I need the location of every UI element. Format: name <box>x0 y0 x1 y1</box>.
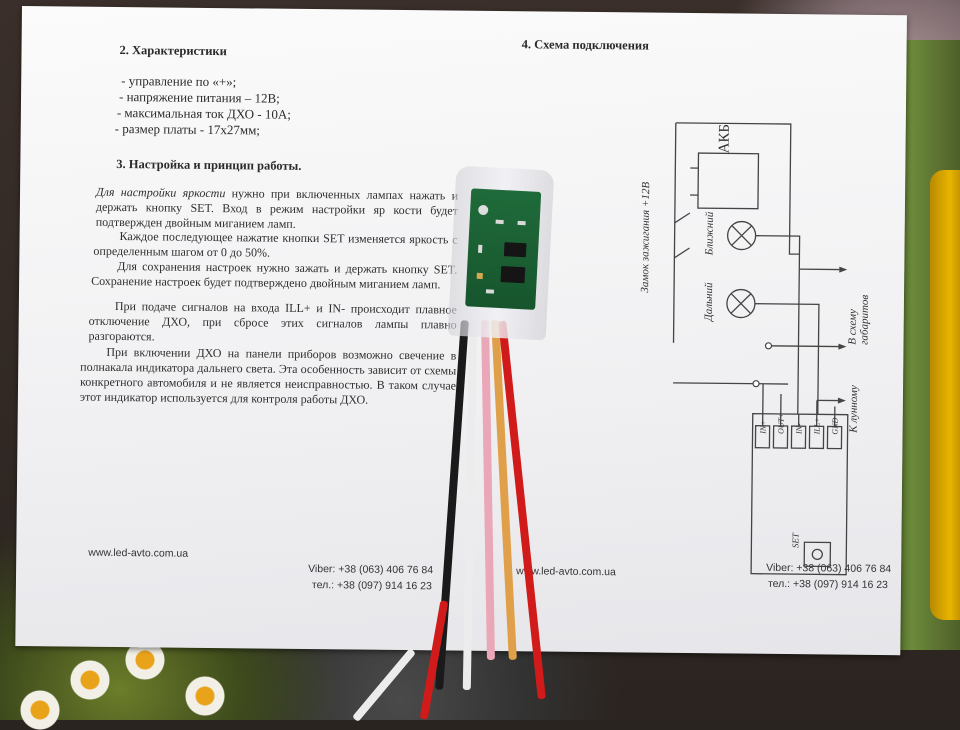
yellow-tool-handle <box>930 170 960 620</box>
setup-paragraph-2: Каждое последующее нажатие кнопки SET из… <box>93 229 457 263</box>
list-item: - напряжение питания – 12В; <box>119 89 280 107</box>
flower-print <box>20 690 60 730</box>
set-label: SET <box>790 533 800 548</box>
pin-label: IN- <box>795 423 804 434</box>
ic-chip <box>504 242 527 257</box>
flower-print <box>185 676 225 716</box>
wiring-diagram <box>626 92 931 615</box>
characteristics-heading: 2. Характеристики <box>119 43 226 59</box>
button-set <box>478 205 489 216</box>
near-lamp-label: Ближний <box>703 212 715 256</box>
setup-paragraph-5: При включении ДХО на панели приборов воз… <box>80 345 457 409</box>
brightness-emphasis: Для настройки яркости <box>96 185 225 200</box>
drl-controller-module <box>448 166 555 341</box>
flower-print <box>70 660 110 700</box>
setup-paragraph-4: При подаче сигналов на входа ILL+ и IN- … <box>88 299 456 348</box>
setup-heading: 3. Настройка и принцип работы. <box>116 157 301 173</box>
footer-tel-left: тел.: +38 (097) 914 16 23 <box>312 579 432 592</box>
smd-part <box>478 245 482 253</box>
pin-label: ILL+ <box>813 417 822 434</box>
smd-part <box>486 289 494 293</box>
scheme-heading: 4. Схема подключения <box>522 37 649 53</box>
ignition-label: Замок зажигания +12В <box>639 182 652 293</box>
far-lamp-label: Дальний <box>703 282 715 321</box>
smd-part <box>477 273 483 279</box>
pin-label: IN+ <box>759 420 768 433</box>
pin-label: GND <box>831 418 840 435</box>
smd-part <box>496 220 504 224</box>
footer-site-left: www.led-avto.com.ua <box>88 547 188 560</box>
pin-label: OUT+ <box>777 413 786 434</box>
setup-paragraph-3: Для сохранения настроек нужно зажать и д… <box>91 259 457 293</box>
footer-viber-left: Viber: +38 (063) 406 76 84 <box>308 563 433 576</box>
ic-chip <box>500 266 525 283</box>
list-item: - максимальная ток ДХО - 10А; <box>117 105 291 123</box>
setup-paragraph-1: Для настройки яркости нужно при включенн… <box>96 185 458 234</box>
list-item: - управление по «+»; <box>121 73 236 90</box>
circuit-board <box>465 188 541 310</box>
to-lights-label: В схему габаритов <box>846 288 871 345</box>
smd-part <box>517 221 525 225</box>
list-item: - размер платы - 17х27мм; <box>115 121 260 139</box>
akb-label: АКБ <box>716 124 733 154</box>
to-dimmer-label: К лунному <box>848 385 860 433</box>
